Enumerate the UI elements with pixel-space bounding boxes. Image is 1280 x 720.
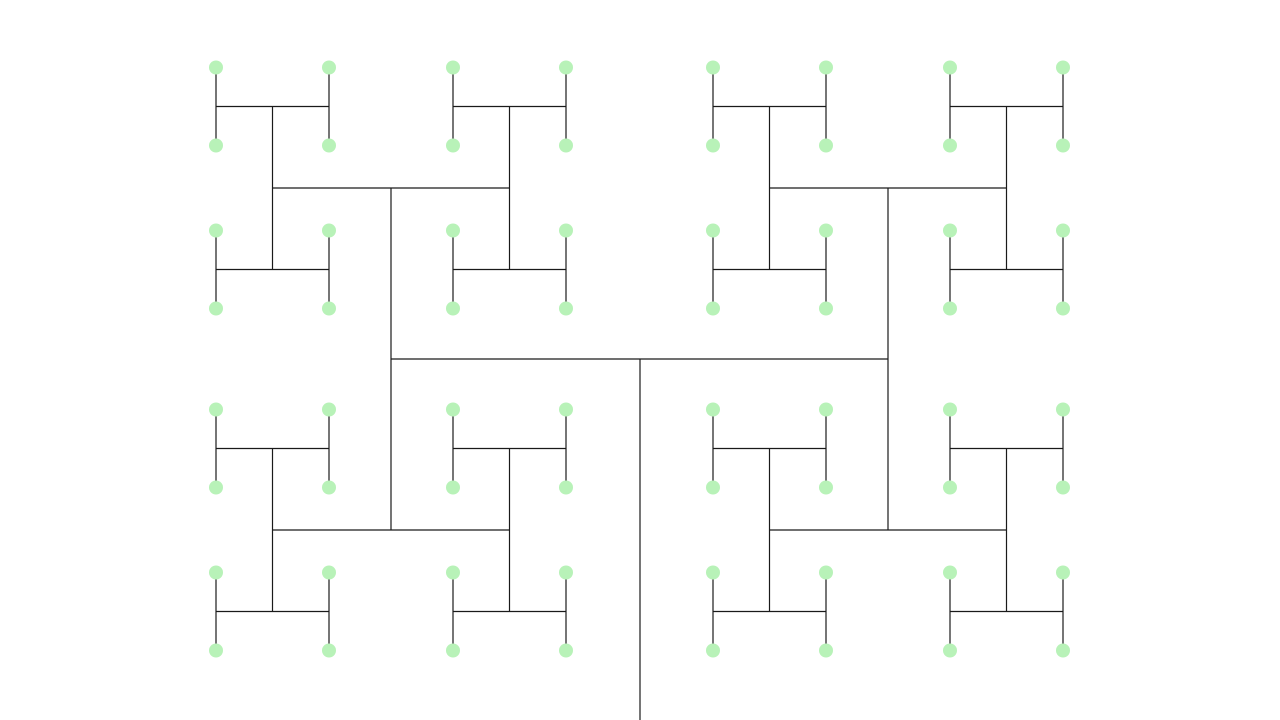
leaf-node-dot xyxy=(819,480,833,495)
leaf-node-dot xyxy=(559,480,573,495)
leaf-node-dot xyxy=(209,480,223,495)
leaf-node-dot xyxy=(943,565,957,580)
leaf-node-dot xyxy=(446,643,460,658)
leaf-node-dot xyxy=(446,60,460,75)
leaf-node-dot xyxy=(559,60,573,75)
leaf-node-dot xyxy=(1056,480,1070,495)
leaf-node-dot xyxy=(706,301,720,316)
leaf-node-dot xyxy=(943,301,957,316)
leaf-node-dot xyxy=(322,138,336,153)
leaf-node-dot xyxy=(322,402,336,417)
leaf-node-dot xyxy=(1056,223,1070,238)
leaf-node-dot xyxy=(943,643,957,658)
leaf-node-dot xyxy=(209,402,223,417)
leaf-node-dot xyxy=(446,402,460,417)
leaf-node-dot xyxy=(943,223,957,238)
leaf-node-dot xyxy=(819,402,833,417)
leaf-node-dot xyxy=(819,138,833,153)
leaf-node-dot xyxy=(943,138,957,153)
leaf-node-dot xyxy=(706,402,720,417)
leaf-node-dot xyxy=(322,223,336,238)
leaf-node-dot xyxy=(943,480,957,495)
leaf-node-dot xyxy=(322,60,336,75)
leaf-node-dot xyxy=(209,565,223,580)
leaf-node-dot xyxy=(559,402,573,417)
leaf-node-dot xyxy=(322,565,336,580)
leaf-node-dot xyxy=(209,60,223,75)
leaf-node-dot xyxy=(446,138,460,153)
leaf-node-dot xyxy=(446,480,460,495)
leaf-node-dot xyxy=(706,480,720,495)
leaf-node-dot xyxy=(706,565,720,580)
leaf-node-dot xyxy=(1056,643,1070,658)
leaf-node-dot xyxy=(446,223,460,238)
h-tree-lines xyxy=(215,67,1064,720)
leaf-node-dot xyxy=(209,643,223,658)
leaf-node-dot xyxy=(706,60,720,75)
leaf-node-dot xyxy=(322,480,336,495)
leaf-node-dot xyxy=(209,223,223,238)
leaf-node-dot xyxy=(1056,301,1070,316)
leaf-node-dot xyxy=(819,60,833,75)
leaf-node-dot xyxy=(943,402,957,417)
leaf-node-dot xyxy=(819,643,833,658)
leaf-node-dot xyxy=(943,60,957,75)
leaf-node-dot xyxy=(559,565,573,580)
leaf-node-dot xyxy=(1056,402,1070,417)
leaf-node-dot xyxy=(559,301,573,316)
leaf-node-dot xyxy=(1056,138,1070,153)
leaf-node-dot xyxy=(706,138,720,153)
leaf-node-dot xyxy=(1056,60,1070,75)
leaf-node-dot xyxy=(819,565,833,580)
leaf-node-dot xyxy=(209,301,223,316)
leaf-node-dot xyxy=(819,223,833,238)
leaf-node-dot xyxy=(1056,565,1070,580)
leaf-node-dot xyxy=(446,301,460,316)
leaf-node-dot xyxy=(209,138,223,153)
leaf-node-dot xyxy=(706,643,720,658)
h-tree-leaf-dots xyxy=(209,60,1070,658)
leaf-node-dot xyxy=(706,223,720,238)
leaf-node-dot xyxy=(819,301,833,316)
leaf-node-dot xyxy=(446,565,460,580)
leaf-node-dot xyxy=(559,138,573,153)
leaf-node-dot xyxy=(322,301,336,316)
leaf-node-dot xyxy=(322,643,336,658)
leaf-node-dot xyxy=(559,643,573,658)
leaf-node-dot xyxy=(559,223,573,238)
